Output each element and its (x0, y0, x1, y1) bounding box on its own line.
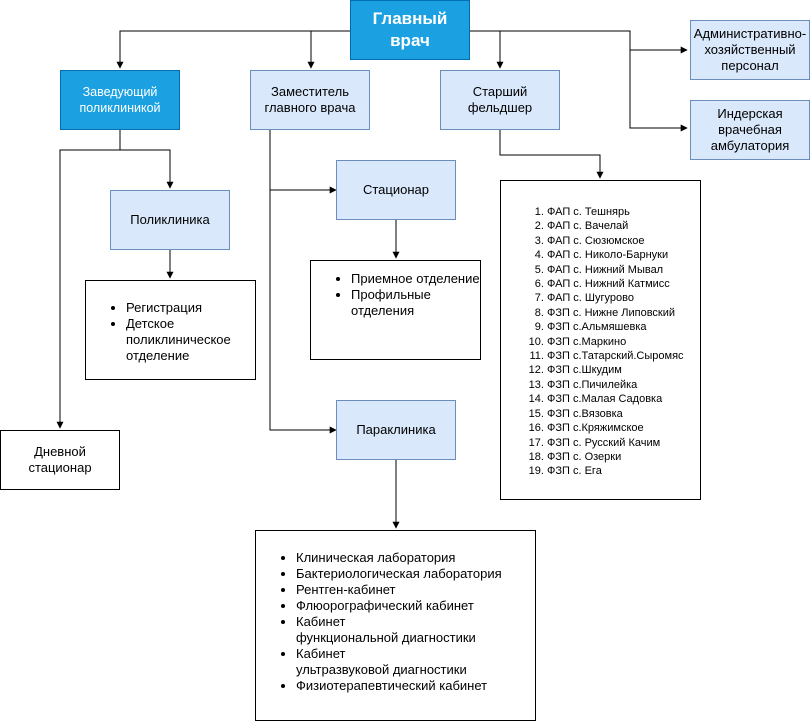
list-item: Профильные отделения (351, 287, 480, 319)
list-item: ФАП с. Сюзюмское (547, 234, 700, 248)
edge-deputy-hospital (269, 130, 337, 194)
list-item: ФЗП с. Нижне Липовский (547, 306, 700, 320)
edge-senior-fap (499, 130, 604, 179)
list-item: Клиническая лаборатория (296, 550, 535, 566)
node-senior-paramedic: Старший фельдшер (440, 70, 560, 130)
list-item: ФАП с. Николо-Барнуки (547, 248, 700, 262)
list-item: ФАП с. Вачелай (547, 219, 700, 233)
list-item: ФЗП с.Малая Садовка (547, 392, 700, 406)
list-item: Рентген-кабинет (296, 582, 535, 598)
edge-deputy-paraclinic (269, 190, 337, 434)
list-item: ФЗП с.Пичилейка (547, 378, 700, 392)
list-item: ФАП с. Тешнярь (547, 205, 700, 219)
node-paraclinic: Параклиника (336, 400, 456, 460)
hospital-units-list: Приемное отделение Профильные отделения (310, 260, 481, 360)
edge-chief-inder (629, 50, 688, 132)
list-item: Регистрация (126, 300, 255, 316)
list-item: ФАП с. Нижний Катмисс (547, 277, 700, 291)
node-deputy-chief: Заместитель главного врача (250, 70, 370, 130)
node-day-hospital: Дневной стационар (0, 430, 120, 490)
list-item: ФЗП с.Маркино (547, 335, 700, 349)
list-item: Бактериологическая лаборатория (296, 566, 535, 582)
list-item: ФАП с. Нижний Мывал (547, 263, 700, 277)
list-item: Приемное отделение (351, 271, 480, 287)
list-item: Кабинет ультразвуковой диагностики (296, 646, 535, 678)
list-item: Флюорографический кабинет (296, 598, 535, 614)
list-item: ФЗП с.Шкудим (547, 363, 700, 377)
edge-head-polyclinic (119, 130, 174, 189)
list-item: Кабинет функциональной диагностики (296, 614, 535, 646)
list-item: ФЗП с.Татарский.Сыромяс (547, 349, 700, 363)
edge-head-dayhosp (56, 149, 120, 429)
node-polyclinic: Поликлиника (110, 190, 230, 250)
list-item: ФЗП с. Ега (547, 464, 700, 478)
list-item: ФЗП с.Кряжимское (547, 421, 700, 435)
edge-chief-senior (470, 30, 504, 69)
node-inder-clinic: Индерская врачебная амбулатория (690, 100, 810, 160)
fap-list: ФАП с. Тешнярь ФАП с. Вачелай ФАП с. Сюз… (500, 180, 701, 500)
list-item: Детское поликлиническое отделение (126, 316, 255, 364)
list-item: Физиотерапевтический кабинет (296, 678, 535, 694)
polyclinic-units-list: Регистрация Детское поликлиническое отде… (85, 280, 256, 380)
list-item: ФЗП с. Озерки (547, 450, 700, 464)
edge-chief-admin (470, 30, 688, 54)
node-chief-physician: Главный врач (350, 0, 470, 60)
node-head-polyclinic: Заведующий поликлиникой (60, 70, 180, 130)
list-item: ФАП с. Шугурово (547, 291, 700, 305)
list-item: ФЗП с. Русский Качим (547, 436, 700, 450)
list-item: ФЗП с.Вязовка (547, 407, 700, 421)
edge-chief-head (116, 30, 350, 69)
node-hospital: Стационар (336, 160, 456, 220)
node-admin-staff: Административно- хозяйственный персонал (690, 20, 810, 80)
paraclinic-units-list: Клиническая лаборатория Бактериологическ… (255, 530, 536, 721)
list-item: ФЗП с.Альмяшевка (547, 320, 700, 334)
